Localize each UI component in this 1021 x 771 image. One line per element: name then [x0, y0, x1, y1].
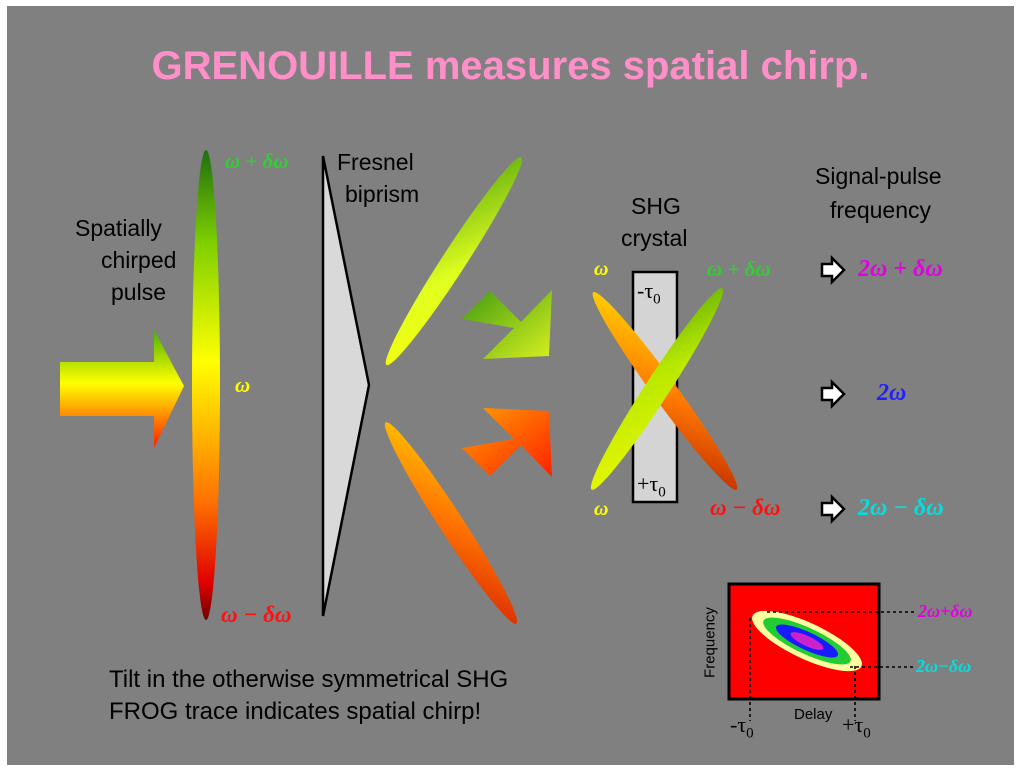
crystal-delay-top-sub: 0: [653, 291, 661, 308]
signal-freq-mid: 2ω: [877, 380, 907, 406]
input-label-line1: Spatially: [75, 215, 162, 241]
signal-header-line1: Signal-pulse: [815, 163, 942, 189]
signal-arrow-top: [820, 254, 846, 286]
lens-top-label: ω + δω: [225, 149, 289, 173]
upper-propagation-arrow: [462, 290, 552, 359]
crystal-delay-bottom-sub: 0: [658, 484, 666, 501]
signal-header-line2: frequency: [830, 197, 932, 223]
crystal-delay-bottom-text: +τ: [637, 471, 659, 496]
trace-xtick-left-text: -τ: [730, 712, 747, 737]
caption-line2: FROG trace indicates spatial chirp!: [109, 698, 482, 725]
crystal-right-bottom-label: ω − δω: [710, 495, 781, 520]
signal-arrow-mid: [820, 378, 846, 410]
signal-arrow-bottom: [820, 493, 846, 525]
trace-xtick-right-sub: 0: [863, 725, 871, 742]
trace-xtick-left-sub: 0: [746, 725, 754, 742]
caption-line1: Tilt in the otherwise symmetrical SHG: [109, 666, 509, 693]
trace-ylabel: Frequency: [701, 607, 719, 678]
lens-bottom-label: ω − δω: [221, 602, 292, 627]
prism-label-line1: Fresnel: [337, 149, 414, 175]
trace-xtick-right: +τ0: [842, 712, 871, 742]
chirped-pulse-lens: [192, 150, 220, 620]
trace-right-bottom-label: 2ω−δω: [916, 656, 972, 676]
crystal-left-top-label: ω: [594, 258, 609, 280]
trace-xlabel: Delay: [794, 706, 833, 723]
crystal-label-line1: SHG: [631, 193, 681, 219]
trace-right-top-label: 2ω+δω: [918, 601, 973, 621]
diagram-graphics: [60, 150, 915, 721]
crystal-delay-top-text: -τ: [637, 278, 654, 303]
trace-xtick-right-text: +τ: [842, 712, 864, 737]
upper-split-beam: [385, 156, 523, 366]
crystal-delay-top: -τ0: [637, 278, 661, 308]
signal-freq-top: 2ω + δω: [858, 256, 943, 282]
crystal-label-line2: crystal: [621, 225, 688, 251]
crystal-right-top-label: ω + δω: [707, 257, 771, 281]
crystal-delay-bottom: +τ0: [637, 471, 666, 501]
lower-split-beam: [384, 422, 518, 624]
input-label-line2: chirped: [101, 247, 177, 273]
signal-freq-bottom: 2ω − δω: [858, 495, 944, 521]
fresnel-biprism: [321, 155, 371, 617]
trace-xtick-left: -τ0: [730, 712, 754, 742]
prism-label-line2: biprism: [345, 181, 420, 207]
frog-trace: [727, 582, 915, 721]
input-label-line3: pulse: [111, 279, 166, 305]
input-pulse-arrow: [60, 330, 184, 448]
lower-propagation-arrow: [462, 408, 552, 477]
slide-title: GRENOUILLE measures spatial chirp.: [151, 44, 870, 88]
lens-mid-label: ω: [235, 373, 251, 397]
crystal-left-bottom-label: ω: [594, 498, 609, 520]
slide: GRENOUILLE measures spatial chirp.: [7, 6, 1014, 765]
crossing-beam-b: [590, 288, 724, 490]
